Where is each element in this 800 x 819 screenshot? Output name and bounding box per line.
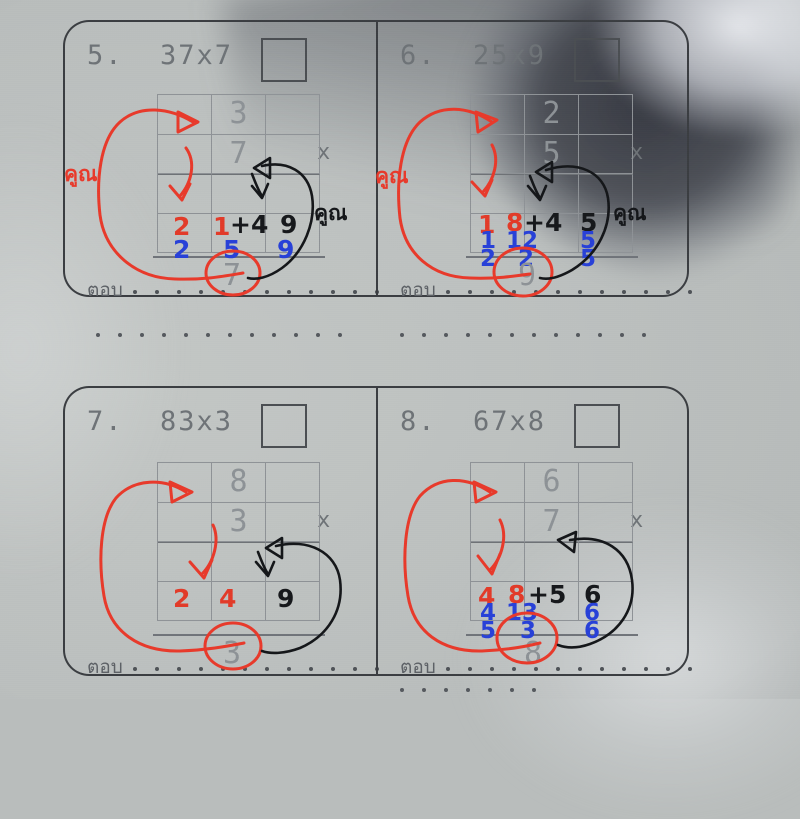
grid-cell — [266, 463, 320, 503]
grid-cell — [266, 502, 320, 542]
answer-box-6[interactable] — [574, 38, 620, 82]
black-multiply-annotation-6: คูณ — [613, 197, 647, 230]
black-multiply-annotation-5: คูณ — [314, 197, 348, 230]
answer-label-7: ตอบ — [87, 652, 123, 682]
grid-cell — [579, 463, 633, 503]
answer-label-8: ตอบ — [400, 652, 436, 682]
page-dotted-line-right — [400, 333, 664, 337]
answer-box-7[interactable] — [261, 404, 307, 448]
page-dotted-line-left — [96, 333, 360, 337]
grid-cell — [266, 95, 320, 135]
times-symbol-7: x — [317, 508, 330, 533]
problem-title-6: 6. 25x9 — [400, 40, 546, 71]
problem-title-8: 8. 67x8 — [400, 406, 546, 437]
red-multiply-annotation-5: คูณ — [64, 158, 98, 191]
photo-grain — [0, 0, 800, 699]
grid-cell: 6 — [525, 463, 579, 503]
grid-cell: 2 — [525, 95, 579, 135]
answer-dotted-line-8 — [446, 667, 710, 671]
page-dotted-line-bottom — [400, 688, 554, 692]
printed-digit-top-8: 6 — [525, 464, 578, 499]
answer-box-8[interactable] — [574, 404, 620, 448]
answer-label-5: ตอบ — [87, 275, 123, 305]
problem-title-7: 7. 83x3 — [87, 406, 233, 437]
times-symbol-8: x — [630, 508, 643, 533]
answer-box-5[interactable] — [261, 38, 307, 82]
grid-cell — [579, 95, 633, 135]
photo-vignette — [0, 0, 800, 699]
answer-label-6: ตอบ — [400, 275, 436, 305]
printed-digit-middle-8: 7 — [525, 504, 578, 539]
problem-title-5: 5. 37x7 — [87, 40, 233, 71]
red-multiply-annotation-6: คูณ — [375, 160, 409, 193]
times-symbol-6: x — [630, 140, 643, 165]
times-symbol-5: x — [317, 140, 330, 165]
printed-digit-top-6: 2 — [525, 96, 578, 131]
grid-cell: 7 — [525, 502, 579, 542]
